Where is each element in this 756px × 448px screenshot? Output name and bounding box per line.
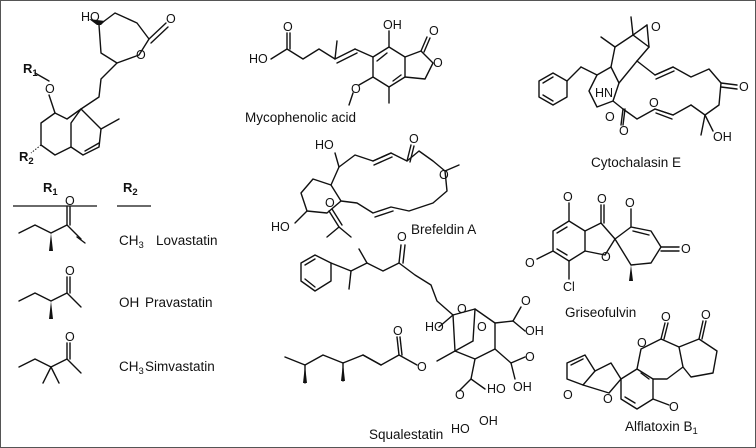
simvastatin-o-label: O xyxy=(65,330,75,344)
mpa-lactone-o-label: O xyxy=(433,56,443,70)
mpa-ome-o-label: O xyxy=(351,82,361,96)
griseofulvin-cl-label: Cl xyxy=(563,280,575,294)
mpa-lactone-co-label: O xyxy=(429,24,439,38)
simvastatin-name: Simvastatin xyxy=(145,359,215,374)
alflatoxin-furan1-o-label: O xyxy=(563,388,573,402)
squalestatin-ho-label: HO xyxy=(425,320,444,334)
r1-label: R1 xyxy=(23,61,38,79)
alflatoxin-lactone-co-label: O xyxy=(661,310,671,324)
squalestatin-ho3-label: HO xyxy=(451,422,470,436)
statin-ether-o-label: O xyxy=(45,82,55,96)
griseofulvin-structure xyxy=(536,202,680,281)
mpa-oh-label: OH xyxy=(383,18,402,32)
squalestatin-name: Squalestatin xyxy=(369,427,443,442)
mpa-ho-label: HO xyxy=(249,52,268,66)
cytochalasin-lactam-o-label: O xyxy=(605,110,615,124)
squalestatin-acid1-oh-label: OH xyxy=(525,324,544,338)
cytochalasin-hn-label: HN xyxy=(595,86,613,100)
cytochalasin-epoxide-o-label: O xyxy=(651,20,661,34)
griseofulvin-co-label: O xyxy=(597,192,607,206)
squalestatin-acid2-o-label: O xyxy=(525,350,535,364)
cytochalasin-carbonate-o2-label: O xyxy=(649,96,659,110)
alflatoxin-ome-o-label: O xyxy=(669,400,679,414)
squalestatin-acid3-o-label: O xyxy=(455,388,465,402)
brefeldin-ring-o-label: O xyxy=(439,168,449,182)
cytochalasin-e-structure xyxy=(538,16,738,136)
griseofulvin-name: Griseofulvin xyxy=(565,305,636,320)
squalestatin-ring-o-label: O xyxy=(457,302,467,316)
cytochalasin-oh-label: OH xyxy=(713,130,732,144)
griseofulvin-ome3-o-label: O xyxy=(625,196,635,210)
brefeldin-ho-bottom-label: HO xyxy=(271,220,290,234)
cytochalasin-ketone-o-label: O xyxy=(739,80,749,94)
alflatoxin-ketone-o-label: O xyxy=(701,308,711,322)
squalestatin-structure xyxy=(284,208,526,392)
squalestatin-ester-co-label: O xyxy=(393,324,403,338)
brefeldin-a-name: Brefeldin A xyxy=(411,222,476,237)
simvastatin-r2: CH3 xyxy=(119,359,144,377)
statin-carbonyl-o-label: O xyxy=(166,12,176,26)
pravastatin-o-label: O xyxy=(65,264,75,278)
squalestatin-acid3-oh-label: OH xyxy=(479,414,498,428)
mycophenolic-acid-structure xyxy=(270,30,434,106)
r1-substituent-pravastatin xyxy=(18,276,82,319)
statin-ho-label: HO xyxy=(81,10,100,24)
mycophenolic-acid-name: Mycophenolic acid xyxy=(245,110,356,125)
alflatoxin-b1-name: Alflatoxin B1 xyxy=(625,419,698,437)
brefeldin-a-structure xyxy=(294,144,460,224)
table-header-r1: R1 xyxy=(43,180,58,198)
squalestatin-acid2-oh-label: OH xyxy=(513,380,532,394)
griseofulvin-furan-o-label: O xyxy=(601,250,611,264)
statin-core-structure xyxy=(30,12,169,156)
cytochalasin-e-name: Cytochalasin E xyxy=(591,155,681,170)
brefeldin-co-label: O xyxy=(409,132,419,146)
squalestatin-bridge-o-label: O xyxy=(477,320,487,334)
table-header-r2: R2 xyxy=(123,180,138,198)
r1-substituent-simvastatin xyxy=(18,342,82,384)
r2-label: R2 xyxy=(19,149,34,167)
griseofulvin-ketone-o-label: O xyxy=(681,242,691,256)
lovastatin-name: Lovastatin xyxy=(156,233,218,248)
mpa-acid-o-label: O xyxy=(283,20,293,34)
brefeldin-ho-top-label: HO xyxy=(315,138,334,152)
alflatoxin-lactone-o-label: O xyxy=(637,336,647,350)
lovastatin-r2: CH3 xyxy=(119,233,144,251)
squalestatin-acetyl-co-label: O xyxy=(325,196,335,210)
squalestatin-ester-o-label: O xyxy=(417,360,427,374)
lovastatin-o-label: O xyxy=(65,194,75,208)
statin-ring-o-label: O xyxy=(136,48,146,62)
cytochalasin-carbonate-o-label: O xyxy=(619,124,629,138)
griseofulvin-ome1-o-label: O xyxy=(563,190,573,204)
griseofulvin-ome2-o-label: O xyxy=(525,256,535,270)
alflatoxin-furan2-o-label: O xyxy=(603,392,613,406)
squalestatin-acid1-o-label: O xyxy=(521,294,531,308)
pravastatin-r2: OH xyxy=(119,295,139,310)
pravastatin-name: Pravastatin xyxy=(145,295,213,310)
alflatoxin-b1-structure xyxy=(566,320,718,410)
r1-substituent-lovastatin xyxy=(18,206,86,251)
squalestatin-ho2-label: HO xyxy=(487,382,506,396)
squalestatin-acetyl-o-label: O xyxy=(397,230,407,244)
